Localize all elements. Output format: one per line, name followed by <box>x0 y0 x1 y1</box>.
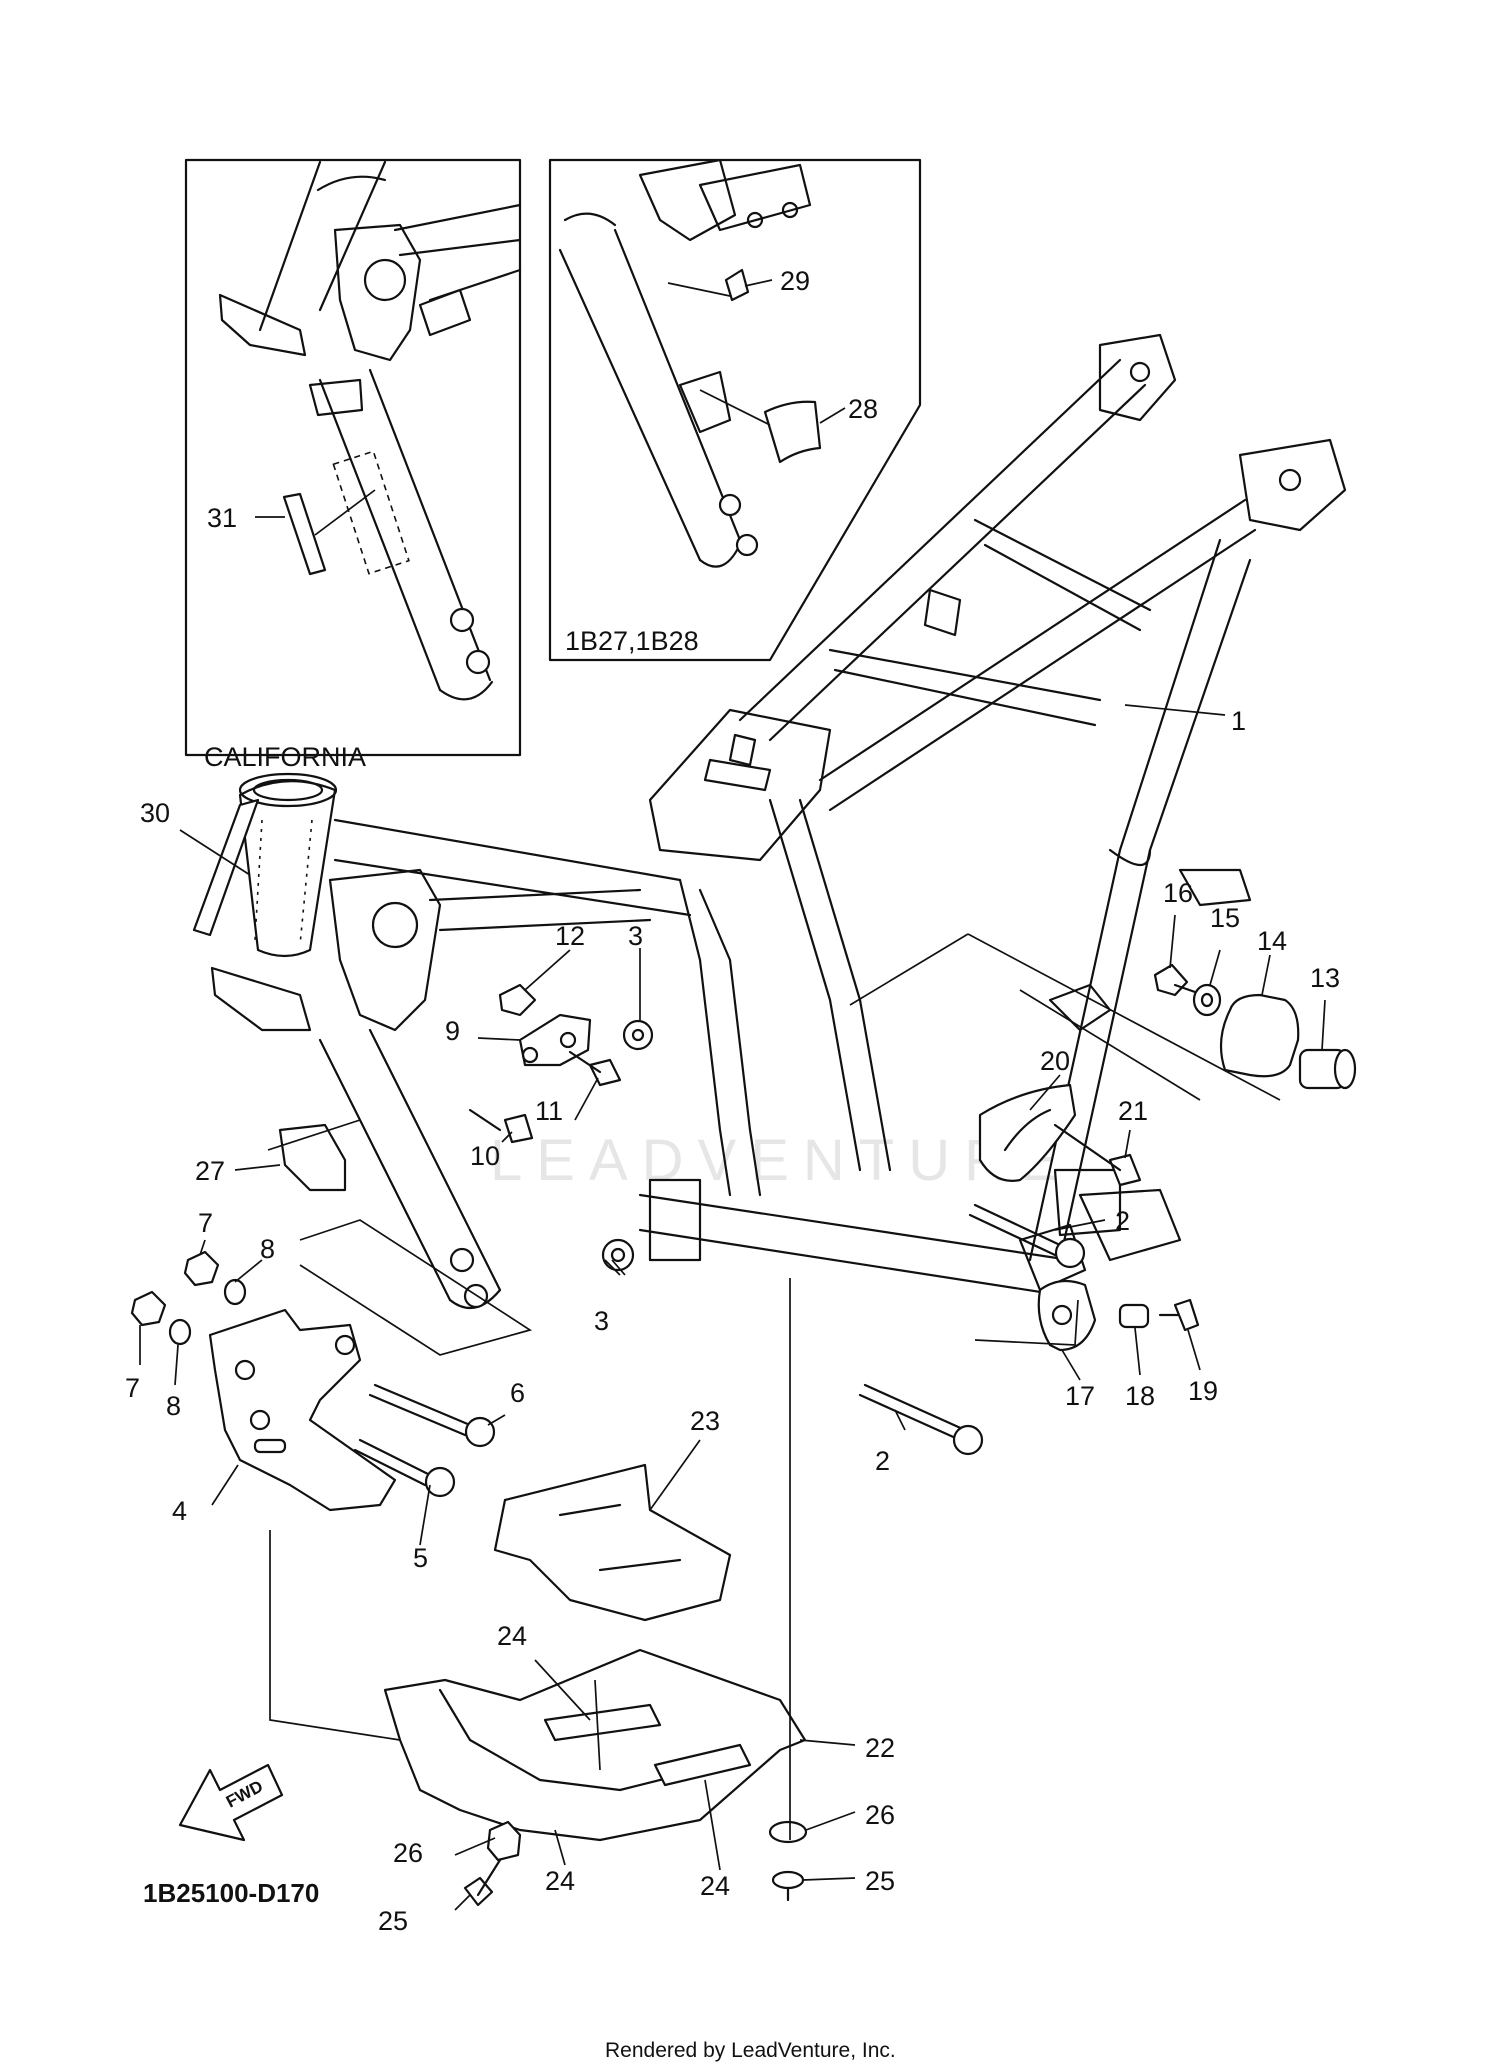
part-18-collar <box>1118 1303 1150 1329</box>
inset-california-label: CALIFORNIA <box>204 742 366 772</box>
callout-16: 16 <box>1163 878 1193 908</box>
part-3-nut-upper <box>622 1019 654 1051</box>
part-21-bolt <box>1108 1153 1142 1187</box>
part-26-collar-right <box>768 1820 808 1844</box>
part-17-damper <box>1037 1279 1097 1352</box>
callout-2-upper: 2 <box>1115 1206 1130 1236</box>
callout-30: 30 <box>140 798 170 828</box>
part-8-washer-upper <box>223 1278 247 1306</box>
part-14-damper <box>1219 993 1300 1078</box>
part-7-nut-upper <box>183 1250 220 1287</box>
callout-1: 1 <box>1231 706 1246 736</box>
part-15-washer <box>1192 983 1222 1017</box>
callout-20: 20 <box>1040 1046 1070 1076</box>
inset-models-border <box>548 158 922 662</box>
fwd-arrow-icon: FWD <box>178 1763 284 1842</box>
part-24-pad-upper <box>543 1703 662 1742</box>
part-5-bolt <box>353 1438 432 1487</box>
part-6-bolt <box>368 1383 472 1437</box>
callout-26-right: 26 <box>865 1800 895 1830</box>
part-3-nut-lower <box>601 1238 635 1272</box>
callout-15: 15 <box>1210 903 1240 933</box>
callout-labels: 1 2 2 3 3 4 5 6 7 7 8 8 9 10 11 12 13 14… <box>125 266 1340 1936</box>
callout-29: 29 <box>780 266 810 296</box>
part-29-label-piece <box>724 268 750 302</box>
footer-credit: Rendered by LeadVenture, Inc. <box>605 2039 896 2062</box>
inset-models-label: 1B27,1B28 <box>565 626 699 656</box>
callout-4: 4 <box>172 1496 187 1526</box>
callout-12: 12 <box>555 921 585 951</box>
callout-3-lower: 3 <box>594 1306 609 1336</box>
part-24-pad-lower <box>653 1743 752 1787</box>
callout-18: 18 <box>1125 1381 1155 1411</box>
part-22-skid-plate <box>383 1648 807 1842</box>
inset-models: 1B27,1B28 <box>548 158 922 662</box>
callout-6: 6 <box>510 1378 525 1408</box>
assembly-guide-lines <box>267 933 1281 1840</box>
part-2-bolt-upper <box>968 1203 1062 1257</box>
callout-25-left: 25 <box>378 1906 408 1936</box>
callout-2-lower: 2 <box>875 1446 890 1476</box>
callout-10: 10 <box>470 1141 500 1171</box>
callout-5: 5 <box>413 1543 428 1573</box>
part-1-frame <box>210 333 1347 1310</box>
callout-27: 27 <box>195 1156 225 1186</box>
part-8-washer-lower <box>168 1318 192 1346</box>
callout-17: 17 <box>1065 1381 1095 1411</box>
part-28-label-piece <box>763 400 822 464</box>
callout-28: 28 <box>848 394 878 424</box>
inset-california: CALIFORNIA <box>184 158 522 772</box>
leader-lines <box>139 704 1326 1911</box>
callout-24-top: 24 <box>497 1621 527 1651</box>
part-23-pad <box>493 1463 732 1622</box>
callout-25-right: 25 <box>865 1866 895 1896</box>
callout-13: 13 <box>1310 963 1340 993</box>
part-30-sticker <box>192 798 260 937</box>
part-25-bolt-left <box>463 1876 494 1907</box>
part-4-bracket <box>208 1308 397 1512</box>
callout-7-lower: 7 <box>125 1373 140 1403</box>
watermark-text: LEADVENTURE <box>490 1128 1073 1193</box>
part-20-bracket <box>978 1083 1077 1182</box>
part-11-bolt <box>588 1058 622 1087</box>
part-25-bolt-right <box>771 1870 805 1890</box>
callout-31: 31 <box>207 503 237 533</box>
part-26-collar-left <box>486 1820 522 1862</box>
part-16-bolt <box>1153 963 1189 997</box>
callout-21: 21 <box>1118 1096 1148 1126</box>
callout-7-upper: 7 <box>198 1208 213 1238</box>
callout-19: 19 <box>1188 1376 1218 1406</box>
part-31-sticker <box>282 492 327 576</box>
callout-24-bottom-right: 24 <box>700 1871 730 1901</box>
callout-14: 14 <box>1257 926 1287 956</box>
inset-california-border <box>184 158 522 757</box>
callout-23: 23 <box>690 1406 720 1436</box>
callout-8-lower: 8 <box>166 1391 181 1421</box>
callout-11: 11 <box>535 1096 563 1126</box>
part-2-bolt-lower <box>858 1383 967 1442</box>
callout-24-bottom-left: 24 <box>545 1866 575 1896</box>
callout-22: 22 <box>865 1733 895 1763</box>
callout-26-left: 26 <box>393 1838 423 1868</box>
callout-3-upper: 3 <box>628 921 643 951</box>
part-7-nut-lower <box>130 1290 167 1327</box>
part-12-nut <box>498 983 537 1017</box>
callout-8-upper: 8 <box>260 1234 275 1264</box>
document-id: 1B25100-D170 <box>143 1878 319 1908</box>
part-19-bolt <box>1173 1298 1200 1332</box>
callout-9: 9 <box>445 1016 460 1046</box>
